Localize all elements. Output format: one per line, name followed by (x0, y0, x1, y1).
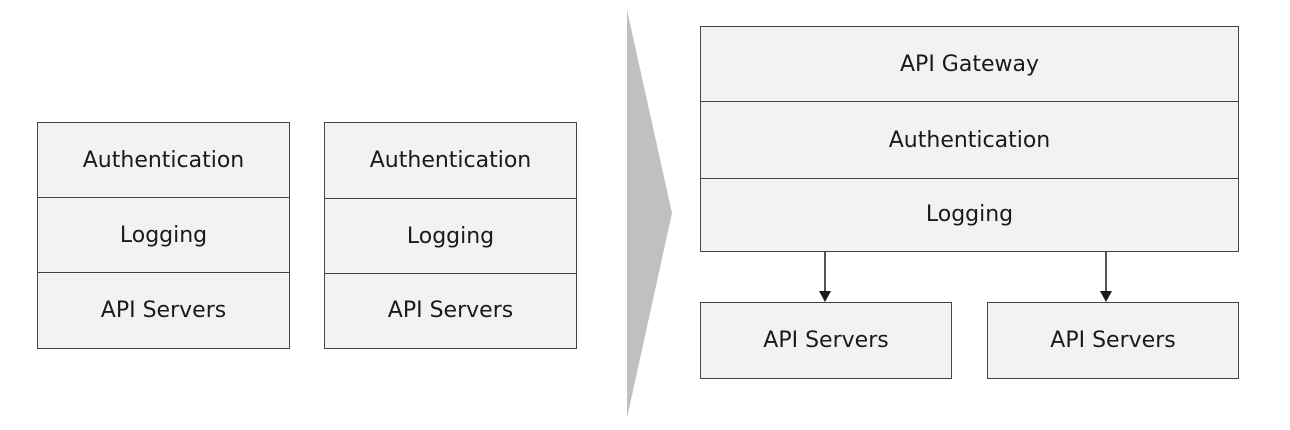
connector-arrowhead-2 (1100, 291, 1112, 302)
gateway-stack-logging: Logging (925, 202, 1014, 227)
left-stack-1-logging: Logging (38, 198, 289, 273)
left-stack-1-authentication: Authentication (38, 123, 289, 198)
left-stack-2-logging: Logging (325, 199, 576, 274)
left-stack-2: Authentication Logging API Servers (324, 122, 577, 349)
connector-arrowhead-1 (819, 291, 831, 302)
left-stack-1: Authentication Logging API Servers (37, 122, 290, 349)
transition-arrow (627, 10, 672, 418)
gateway-stack: API Gateway Authentication Logging (700, 26, 1239, 252)
api-servers-box-1: API Servers (700, 302, 952, 379)
left-stack-1-api-servers: API Servers (100, 297, 227, 323)
left-stack-2-api-servers: API Servers (387, 298, 514, 323)
gateway-stack-api-gateway: API Gateway (701, 27, 1238, 102)
left-stack-2-authentication: Authentication (325, 123, 576, 199)
api-servers-box-2: API Servers (987, 302, 1239, 379)
gateway-stack-authentication: Authentication (701, 102, 1238, 179)
